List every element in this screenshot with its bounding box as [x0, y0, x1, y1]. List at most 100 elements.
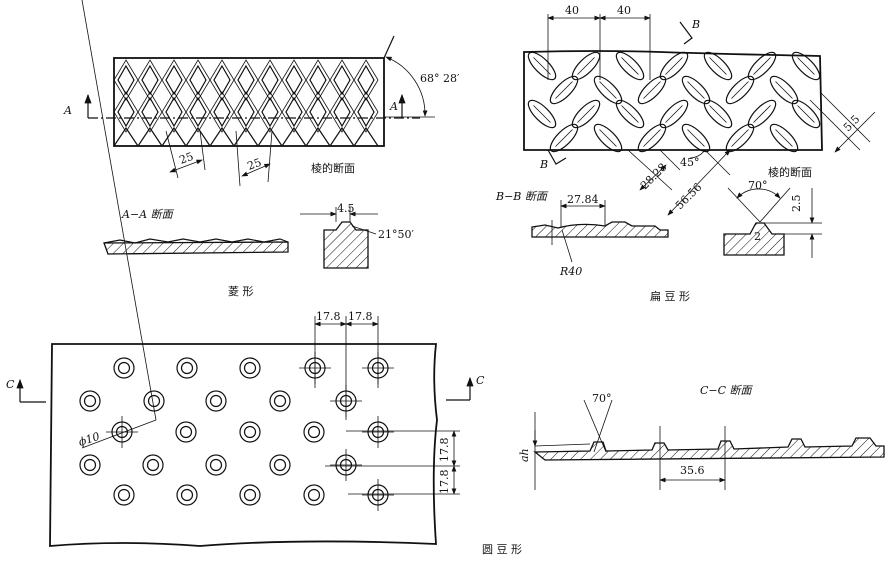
chevron-ridge — [137, 126, 163, 147]
diamond-pitch-1: 25 — [178, 150, 196, 167]
diamond-pitch-2: 25 — [246, 156, 264, 173]
diamond-cell — [213, 96, 231, 128]
diamond-cell — [237, 64, 255, 96]
round-stud-inner — [243, 361, 257, 375]
lentil-bead — [703, 99, 733, 129]
lentil-ridge-height: 2.5 — [790, 195, 803, 213]
round-stud — [239, 357, 261, 379]
round-stud — [205, 454, 227, 476]
lentil-bead — [747, 51, 777, 81]
lentil-bead — [571, 51, 601, 81]
chevron-ridge — [281, 126, 307, 147]
diamond-cell-outline — [329, 91, 355, 133]
round-stud — [303, 421, 325, 443]
section-marker-a-right: A — [389, 100, 398, 113]
lentil-bead-axis — [599, 129, 617, 147]
lentil-bead — [549, 123, 579, 153]
round-stud-inner — [209, 458, 223, 472]
lentil-bead-axis — [643, 129, 661, 147]
lentil-angle-45: 45° — [680, 156, 700, 169]
chevron-ridge — [209, 126, 235, 147]
round-stud-inner — [180, 361, 194, 375]
diamond-cell-outline — [113, 59, 139, 101]
round-stud — [175, 421, 197, 443]
round-stud — [79, 454, 101, 476]
lentil-bead — [681, 75, 711, 105]
round-stud — [205, 390, 227, 412]
lentil-bead-axis — [665, 57, 683, 75]
round-stud — [269, 454, 291, 476]
diamond-cell-outline — [329, 59, 355, 101]
lentil-pitch-1: 40 — [565, 4, 579, 17]
lentil-bead — [527, 51, 557, 81]
diamond-cell — [117, 64, 135, 96]
round-cone-angle: 70° — [592, 392, 612, 405]
round-stud-inner — [273, 394, 287, 408]
lentil-bead — [615, 99, 645, 129]
chevron-ridge — [329, 126, 355, 147]
diamond-lattice — [113, 59, 379, 147]
diamond-cell-outline — [209, 91, 235, 133]
chevron-ridge — [257, 126, 283, 147]
diamond-cell-outline — [233, 59, 259, 101]
diamond-cell — [309, 96, 327, 128]
lentil-bead-axis — [731, 129, 749, 147]
chevron-ridge — [233, 126, 259, 147]
lentil-bead — [791, 51, 821, 81]
round-stud-inner — [307, 425, 321, 439]
lentil-radius: R40 — [559, 265, 582, 278]
lentil-bead — [659, 99, 689, 129]
round-stud — [176, 484, 198, 506]
lentil-bead — [725, 75, 755, 105]
diamond-cell — [165, 96, 183, 128]
diamond-cell — [141, 96, 159, 128]
diamond-cell-outline — [353, 59, 379, 101]
lentil-caption: 扁 豆 形 — [650, 290, 690, 303]
lentil-bead-axis — [775, 129, 793, 147]
lentil-bead — [659, 51, 689, 81]
lentil-bead — [527, 99, 557, 129]
lentil-section-title: B−B 断面 — [495, 190, 549, 203]
diamond-ridge-width: 4.5 — [337, 202, 355, 215]
diamond-cell-outline — [209, 59, 235, 101]
lentil-section-marker-top: B — [691, 18, 700, 31]
round-stud-inner — [180, 488, 194, 502]
diamond-cell — [357, 64, 375, 96]
diamond-cell — [261, 96, 279, 128]
round-stud — [113, 357, 135, 379]
lentil-pattern-plate — [523, 14, 876, 216]
lentil-bead — [637, 75, 667, 105]
lentil-bead-axis — [621, 105, 639, 123]
lentil-bead-axis — [533, 105, 551, 123]
lentil-bead-axis — [731, 81, 749, 99]
round-stud-inner — [117, 488, 131, 502]
diamond-cell-outline — [257, 59, 283, 101]
lentil-bead — [571, 99, 601, 129]
round-height-label: ah — [518, 448, 531, 462]
diamond-cell-outline — [281, 59, 307, 101]
round-stud-inner — [243, 488, 257, 502]
diamond-cell-outline — [353, 91, 379, 133]
lentil-section-marker-bottom: B — [539, 158, 548, 171]
round-pitch-v-1: 17.8 — [438, 438, 451, 463]
diamond-cell-outline — [113, 91, 139, 133]
round-stud — [142, 454, 164, 476]
diamond-cell — [333, 96, 351, 128]
angle-arc — [385, 56, 428, 117]
diamond-cell-outline — [257, 91, 283, 133]
round-studs — [79, 352, 394, 511]
round-pattern-plate — [16, 0, 474, 547]
lentil-bead-axis — [687, 81, 705, 99]
section-marker-a-left: A — [63, 104, 72, 117]
lentil-bead-axis — [753, 57, 771, 75]
chevron-ridge — [305, 126, 331, 147]
lentil-bead-axis — [599, 81, 617, 99]
lentil-ridge-detail — [723, 187, 822, 258]
round-pitch-v-2: 17.8 — [438, 470, 451, 495]
round-stud — [269, 390, 291, 412]
lentil-pitch-2: 40 — [617, 4, 631, 17]
lentil-bead — [769, 75, 799, 105]
round-stud — [239, 421, 261, 443]
lentil-grid — [527, 51, 821, 153]
